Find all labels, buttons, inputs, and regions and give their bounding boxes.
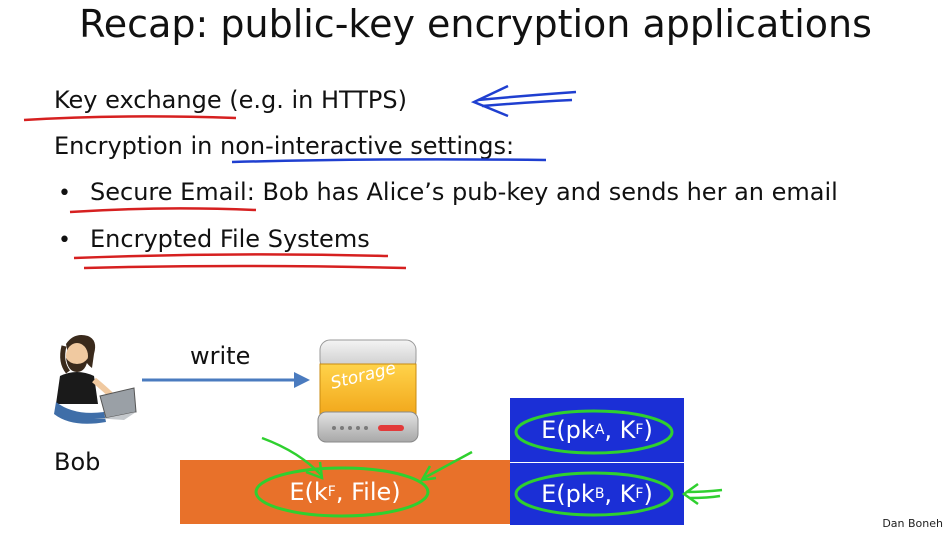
key-box-prefix: E(pk xyxy=(541,480,595,508)
bullet-encrypted-fs: Encrypted File Systems xyxy=(90,225,370,253)
key-box-subscript: A xyxy=(594,422,605,438)
encryption-line: Encryption in non-interactive settings: xyxy=(54,132,514,160)
bullet-marker: • xyxy=(58,181,71,206)
write-arrow xyxy=(142,372,310,388)
encryption-prefix: Encryption in xyxy=(54,132,220,160)
blue-arrow xyxy=(470,84,509,118)
file-box-subscript: F xyxy=(327,484,336,500)
red-underline xyxy=(83,264,407,270)
storage-drive-icon xyxy=(317,339,419,443)
key-box-suffix: ) xyxy=(643,480,653,508)
key-box-subscript: F xyxy=(635,422,644,438)
author-credit: Dan Boneh xyxy=(882,517,943,530)
file-box-suffix: , File) xyxy=(335,478,401,506)
write-label: write xyxy=(190,342,251,370)
bullet-text: : Bob has Alice’s pub-key and sends her … xyxy=(246,178,838,206)
bullet-marker: • xyxy=(58,228,71,253)
green-arrow xyxy=(685,488,723,494)
slide-title: Recap: public-key encryption application… xyxy=(79,2,872,46)
blue-arrow xyxy=(481,98,573,108)
key-box-mid: , K xyxy=(604,480,636,508)
key-box-prefix: E(pk xyxy=(541,416,595,444)
bob-label: Bob xyxy=(54,448,101,476)
key-box-suffix: ) xyxy=(643,416,653,444)
bullet-term: Secure Email xyxy=(90,178,247,206)
red-underline xyxy=(73,253,389,260)
blue-arrow xyxy=(477,90,577,102)
encryption-highlight: non-interactive settings xyxy=(219,132,506,160)
red-underline xyxy=(23,115,237,122)
key-exchange-line: Key exchange (e.g. in HTTPS) xyxy=(54,86,407,114)
key-box-subscript: F xyxy=(635,486,644,502)
key-box-mid: , K xyxy=(604,416,636,444)
red-underline xyxy=(69,207,257,214)
bullet-term: Encrypted File Systems xyxy=(90,225,370,253)
encryption-suffix: : xyxy=(505,132,515,160)
file-box-prefix: E(k xyxy=(289,478,328,506)
green-arrow xyxy=(689,494,721,500)
bullet-secure-email: Secure Email: Bob has Alice’s pub-key an… xyxy=(90,178,838,206)
green-arrow xyxy=(681,482,699,506)
key-exchange-term: Key exchange xyxy=(54,86,222,114)
key-box-subscript: B xyxy=(594,486,605,502)
bob-figure xyxy=(54,335,137,424)
key-exchange-example: (e.g. in HTTPS) xyxy=(221,86,407,114)
